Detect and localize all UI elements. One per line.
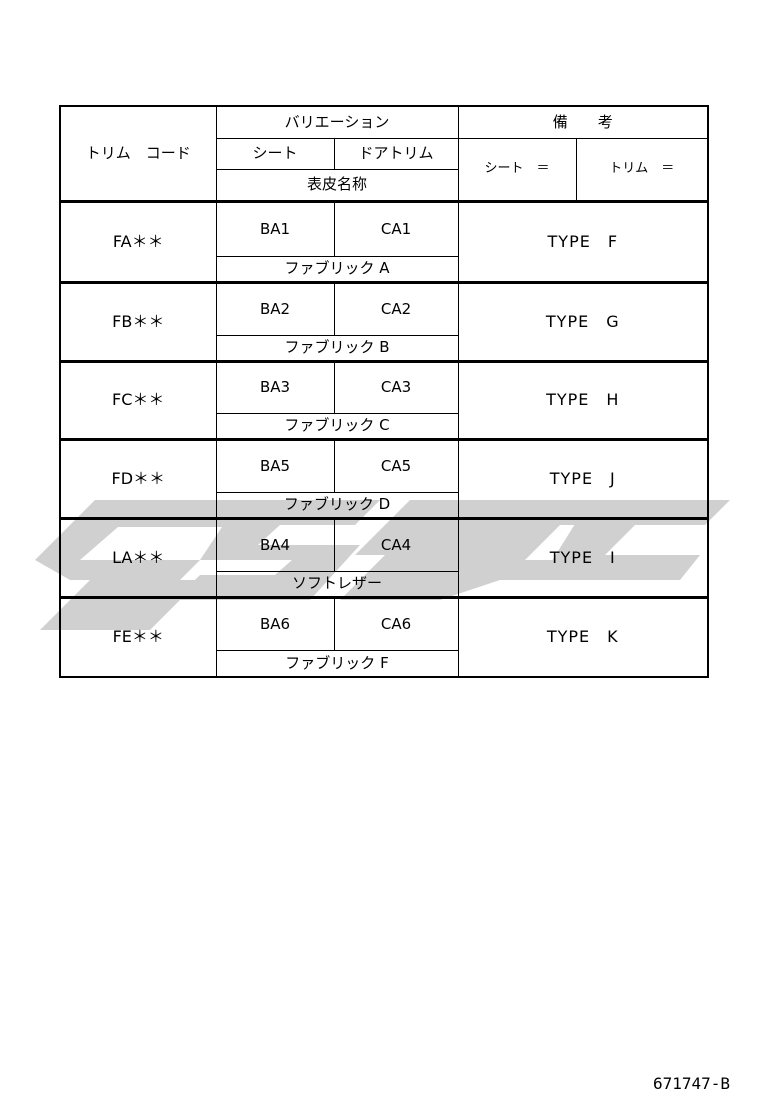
door-code: CA2 (333, 280, 459, 336)
header-seat: シート (215, 137, 335, 170)
material-name: ファブリック F (215, 649, 459, 678)
type-label: TYPE J (457, 437, 710, 519)
trim-code: LA＊＊ (59, 516, 217, 598)
type-label: TYPE I (457, 516, 710, 598)
header-door-trim: ドアトリム (333, 137, 459, 170)
seat-code: BA5 (215, 437, 335, 493)
seat-code: BA4 (215, 516, 335, 572)
trim-code: FC＊＊ (59, 359, 217, 440)
seat-code: BA1 (215, 199, 335, 257)
type-label: TYPE G (457, 280, 710, 362)
header-trim-eq: トリム ＝ (575, 137, 710, 202)
seat-code: BA2 (215, 280, 335, 336)
seat-code: BA6 (215, 595, 335, 651)
material-name: ファブリック A (215, 255, 459, 283)
material-name: ファブリック C (215, 412, 459, 440)
door-code: CA5 (333, 437, 459, 493)
type-label: TYPE F (457, 199, 710, 283)
trim-code: FE＊＊ (59, 595, 217, 678)
door-code: CA6 (333, 595, 459, 651)
type-label: TYPE H (457, 359, 710, 440)
header-leather-name: 表皮名称 (215, 168, 459, 202)
type-label: TYPE K (457, 595, 710, 678)
trim-code: FB＊＊ (59, 280, 217, 362)
door-code: CA4 (333, 516, 459, 572)
trim-code-table: トリム コード バリエーション 備 考 シート ドアトリム シート ＝ トリム … (59, 105, 710, 678)
seat-code: BA3 (215, 359, 335, 414)
door-code: CA3 (333, 359, 459, 414)
trim-code: FA＊＊ (59, 199, 217, 283)
header-remarks: 備 考 (457, 105, 710, 139)
trim-code: FD＊＊ (59, 437, 217, 519)
door-code: CA1 (333, 199, 459, 257)
header-trim-code: トリム コード (59, 105, 217, 202)
material-name: ファブリック D (215, 491, 459, 519)
material-name: ソフトレザー (215, 570, 459, 598)
figure-id: 671747-B (652, 1074, 730, 1093)
header-seat-eq: シート ＝ (457, 137, 577, 202)
material-name: ファブリック B (215, 334, 459, 362)
header-variation: バリエーション (215, 105, 459, 139)
